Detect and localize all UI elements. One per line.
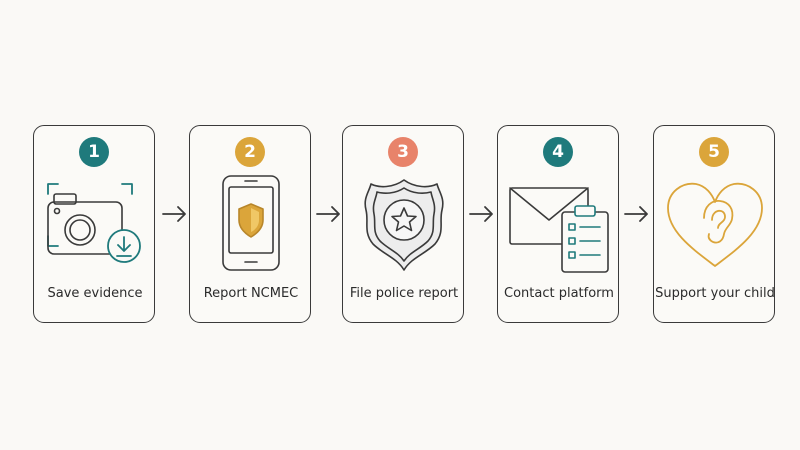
phone-shield-icon (222, 175, 280, 271)
step-number-badge: 2 (235, 137, 265, 167)
step-label: Contact platform (504, 286, 614, 301)
arrow-right-icon (624, 206, 648, 222)
step-number-badge: 4 (543, 137, 573, 167)
heart-ear-icon (667, 182, 763, 267)
envelope-clipboard-icon (509, 187, 609, 273)
step-card-save-evidence: 1 Save evidence (33, 125, 155, 323)
step-card-contact-platform: 4 Contact platform (497, 125, 619, 323)
step-label: Report NCMEC (203, 286, 299, 301)
step-number-badge: 1 (79, 137, 109, 167)
step-number-badge: 3 (388, 137, 418, 167)
police-badge-icon (364, 179, 444, 271)
step-card-file-police-report: 3 File police report (342, 125, 464, 323)
arrow-right-icon (469, 206, 493, 222)
step-card-support-your-child: 5 Support your child (653, 125, 775, 323)
step-number-badge: 5 (699, 137, 729, 167)
step-label: File police report (349, 286, 459, 301)
step-card-report-ncmec: 2 Report NCMEC (189, 125, 311, 323)
step-label: Save evidence (47, 286, 143, 301)
step-label: Support your child (655, 286, 775, 301)
arrow-right-icon (162, 206, 186, 222)
camera-download-icon (47, 183, 141, 263)
arrow-right-icon (316, 206, 340, 222)
